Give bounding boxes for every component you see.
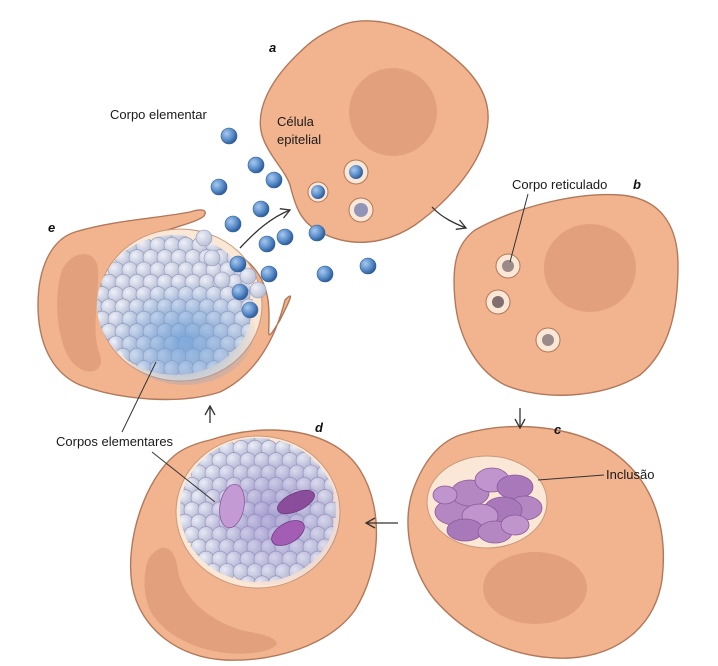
leader-inclusion [537,474,605,481]
label-inclusion: Inclusão [606,467,654,482]
reticulate-body [502,260,514,272]
cell-e [37,209,292,401]
leader-elementary-bodies-1 [121,361,157,433]
elementary-body [311,185,325,199]
reticulate-body [219,483,245,529]
cell-d [129,429,378,661]
leader-reticulate-body [509,193,529,263]
arrow-a-to-b [431,206,468,230]
cell-a-nucleus [349,68,437,156]
reticulate-body [271,520,305,546]
stage-label-a: a [269,40,276,55]
stage-label-b: b [633,177,641,192]
label-elementary-body: Corpo elementar [110,107,207,122]
free-elementary-bodies [210,127,377,283]
stage-label-d: d [315,420,324,435]
cell-d-nucleus [144,547,277,654]
inclusion-shading [115,275,255,385]
label-elementary-bodies: Corpos elementares [56,434,174,449]
reticulate-body [492,296,504,308]
cell-c [407,425,665,659]
label-epithelial-cell-line1: Célula [277,114,315,129]
stage-label-c: c [554,422,562,437]
stage-label-e: e [48,220,55,235]
cell-e-nucleus [57,253,101,372]
cell-c-nucleus [483,552,587,624]
leader-elementary-bodies-2 [151,451,216,503]
inclusion-shading [190,445,340,585]
inclusion-reticulate-bodies [432,467,543,544]
released-elementary-bodies-edge [195,229,267,319]
reticulate-body [277,489,315,515]
reticulate-body-early [354,203,368,217]
cell-b-nucleus [544,224,636,312]
reticulate-body [542,334,554,346]
cell-b [453,193,679,396]
label-reticulate-body: Corpo reticulado [512,177,607,192]
label-epithelial-cell-line2: epitelial [277,132,321,147]
cell-a [259,20,489,243]
elementary-body [349,165,363,179]
arrow-e-to-a [239,208,292,249]
